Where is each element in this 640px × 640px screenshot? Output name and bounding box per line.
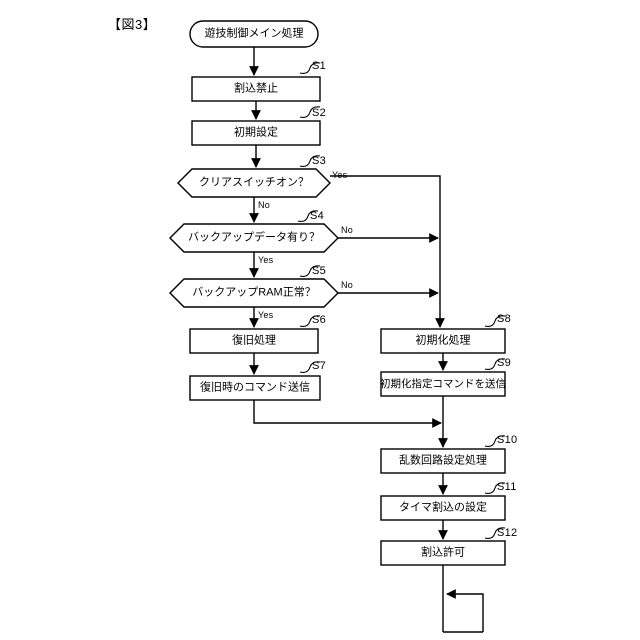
node-label-s10: 乱数回路設定処理 bbox=[399, 454, 487, 467]
node-s6 bbox=[189, 328, 319, 354]
edge-loop-back bbox=[446, 589, 484, 632]
node-s8 bbox=[380, 328, 506, 354]
step-label-s12: S12 bbox=[497, 527, 518, 539]
node-s2 bbox=[191, 120, 321, 146]
node-label-s12: 割込許可 bbox=[421, 546, 465, 559]
edge-label-s4-no: No bbox=[341, 225, 353, 235]
node-s11 bbox=[380, 495, 506, 521]
node-label-s2: 初期設定 bbox=[234, 126, 278, 139]
edge-label-s4-yes: Yes bbox=[258, 255, 274, 265]
node-label-s4: バックアップデータ有り？ bbox=[188, 231, 320, 244]
step-label-s8: S8 bbox=[497, 313, 512, 325]
step-label-s5: S5 bbox=[312, 265, 327, 277]
node-s1 bbox=[191, 76, 321, 102]
step-label-s10: S10 bbox=[497, 434, 518, 446]
figure-caption: 【図3】 bbox=[108, 17, 157, 32]
step-label-s9: S9 bbox=[497, 357, 512, 369]
edge-label-s3-no: No bbox=[258, 200, 270, 210]
step-label-s2: S2 bbox=[312, 107, 327, 119]
node-s7 bbox=[189, 375, 321, 401]
node-label-s8: 初期化処理 bbox=[415, 334, 471, 347]
step-label-s4: S4 bbox=[310, 210, 325, 222]
step-label-s3: S3 bbox=[312, 155, 327, 167]
edge-s7-merge bbox=[253, 400, 442, 428]
step-leaders bbox=[297, 62, 506, 539]
edge-label-s3-yes: Yes bbox=[332, 170, 348, 180]
node-s3 bbox=[177, 168, 331, 198]
step-label-s6: S6 bbox=[312, 314, 327, 326]
node-label-s3: クリアスイッチオン？ bbox=[199, 176, 309, 189]
step-label-s1: S1 bbox=[312, 60, 327, 72]
node-s10 bbox=[380, 448, 506, 474]
node-label-s9: 初期化指定コマンドを送信 bbox=[380, 377, 506, 390]
edge-label-s5-no: No bbox=[341, 280, 353, 290]
node-label-s7: 復旧時のコマンド送信 bbox=[200, 381, 310, 394]
node-s9 bbox=[380, 371, 506, 397]
node-label-start: 遊技制御メイン処理 bbox=[204, 27, 304, 40]
node-s12 bbox=[380, 540, 506, 566]
step-label-s7: S7 bbox=[312, 360, 327, 372]
node-label-s11: タイマ割込の設定 bbox=[399, 501, 487, 514]
node-label-s1: 割込禁止 bbox=[234, 82, 278, 95]
edge-s3-yes bbox=[330, 175, 441, 238]
edge-label-s5-yes: Yes bbox=[258, 310, 274, 320]
step-label-s11: S11 bbox=[497, 481, 517, 493]
node-label-s5: バックアップRAM正常？ bbox=[192, 286, 316, 299]
node-label-s6: 復旧処理 bbox=[232, 334, 276, 347]
